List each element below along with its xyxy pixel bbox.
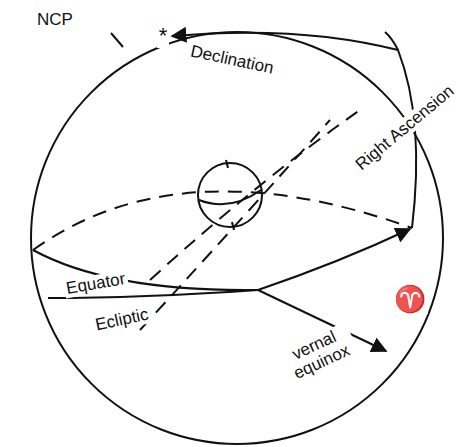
equator-back [33,191,412,250]
ecliptic-back [140,120,330,330]
circle-label: Ecliptic [92,305,152,334]
sphere-outline [31,32,443,444]
declination-arrow [172,33,416,228]
earth-equator [199,190,261,204]
axis-label: Declination [187,42,277,78]
circle-label: Equator [63,270,129,299]
earth-circle [198,163,262,227]
pole-tick [111,33,123,47]
right-ascension-arrow [258,229,410,290]
axis-label: Right Ascension [351,81,459,176]
star-symbol: * [157,24,170,47]
earth-axis [232,222,234,230]
point-label: vernal equinox [276,322,360,386]
meridian-line [385,32,398,50]
back-line [150,110,360,280]
aries-symbol: ♈ [392,286,428,313]
pole-label: NCP [35,11,75,29]
earth-axis [226,160,228,168]
